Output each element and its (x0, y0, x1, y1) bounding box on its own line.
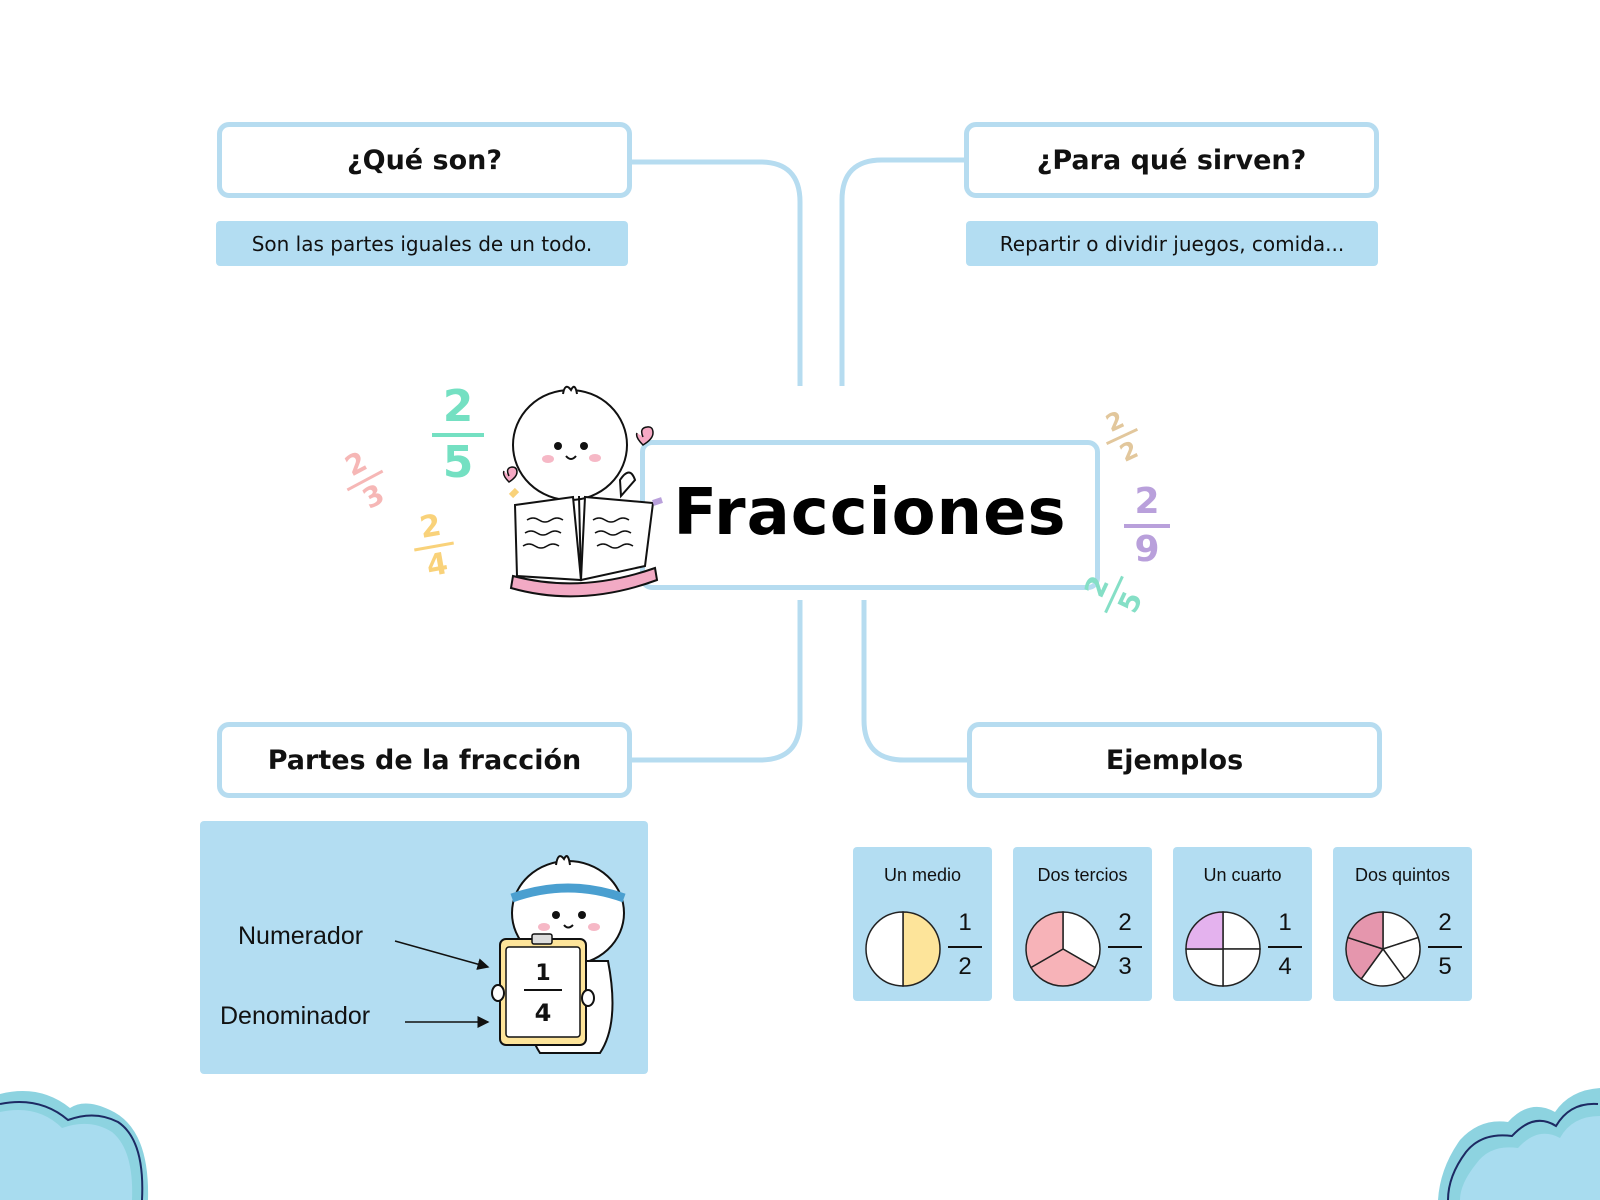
para-que-sirven-heading: ¿Para qué sirven? (1036, 144, 1307, 176)
para-que-sirven-box: ¿Para qué sirven? (964, 122, 1379, 198)
mascot-reading-book-icon (502, 385, 663, 598)
pie-icon-dos-tercios (1025, 911, 1101, 987)
cloud-icon-right (1438, 1088, 1600, 1200)
partes-de-la-fraccion-box: Partes de la fracción (217, 722, 632, 798)
que-son-heading: ¿Qué son? (346, 144, 503, 176)
pie-slice (1381, 936, 1421, 980)
pie-icon-dos-quintos (1345, 911, 1421, 987)
pie-slice (865, 911, 904, 987)
board-denominator: 4 (535, 999, 552, 1027)
board-numerator: 1 (535, 961, 550, 986)
arrow-icon (394, 940, 490, 1028)
pie-slice (1029, 948, 1097, 987)
pie-slice (1360, 947, 1406, 987)
pie-slice (1222, 911, 1261, 950)
main-title: Fracciones (673, 475, 1067, 550)
central-node-box (640, 440, 1100, 590)
pie-slice (1346, 911, 1384, 951)
partes-heading: Partes de la fracción (267, 744, 582, 776)
pie-slice (1345, 936, 1385, 980)
ejemplos-box: Ejemplos (967, 722, 1382, 798)
pie-slice (902, 911, 941, 987)
que-son-description: Son las partes iguales de un todo. (216, 221, 628, 266)
para-que-sirven-description: Repartir o dividir juegos, comida... (966, 221, 1378, 266)
partes-panel: Numerador Denominador 1 4 (200, 821, 648, 1074)
denominador-label: Denominador (220, 1002, 371, 1030)
pie-slice (1025, 911, 1064, 969)
pie-slice (1185, 911, 1224, 950)
ejemplos-heading: Ejemplos (1105, 744, 1244, 776)
numerador-label: Numerador (238, 922, 364, 950)
pie-icon-un-cuarto (1185, 911, 1261, 987)
decorative-fraction-2-9: 2 9 (1124, 484, 1170, 568)
decorative-fraction-2-5: 2 5 (432, 385, 484, 485)
que-son-box: ¿Qué son? (217, 122, 632, 198)
pie-slice (1185, 948, 1224, 987)
pie-slice (1222, 948, 1261, 987)
mascot-holding-board-icon: 1 4 (491, 855, 626, 1054)
pie-icon-un-medio (865, 911, 941, 987)
cloud-icon-left (0, 1091, 149, 1200)
